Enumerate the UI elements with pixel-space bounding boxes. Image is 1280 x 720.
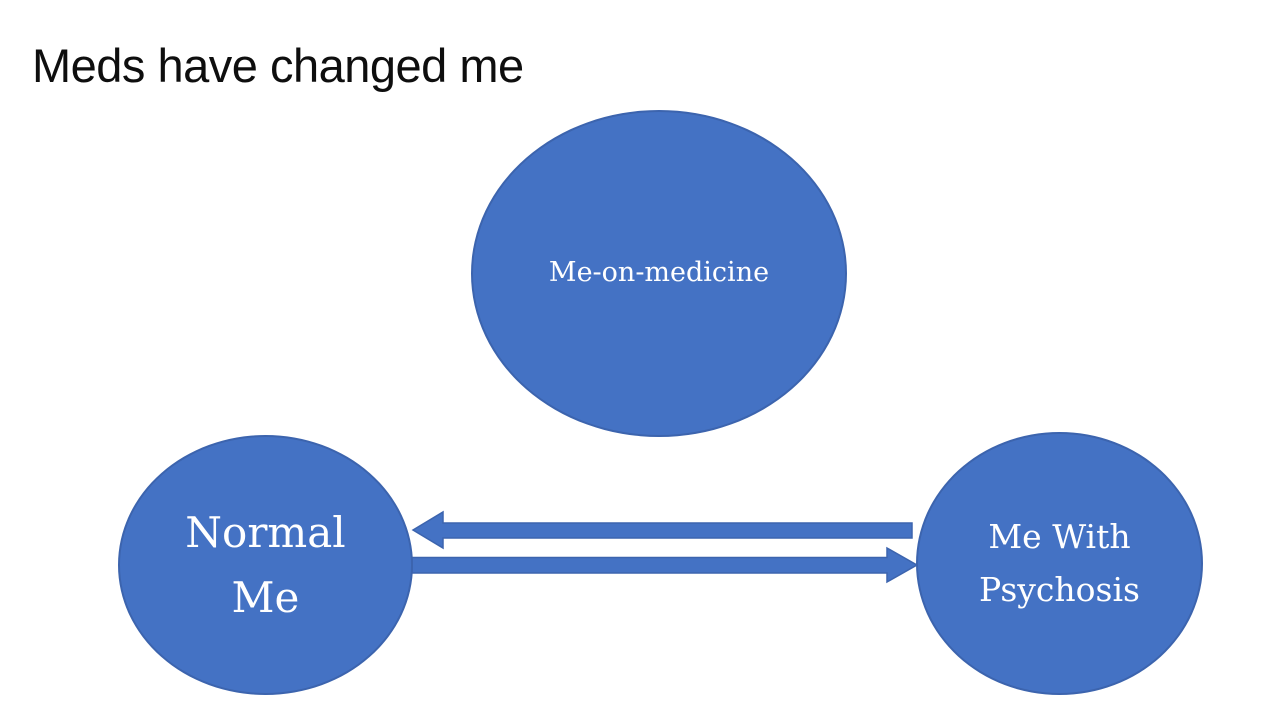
node-me-on-medicine: Me-on-medicine [471,110,847,437]
node-normal-me: Normal Me [118,435,413,695]
node-normal-me-label-line1: Normal [185,507,346,557]
node-me-with-psychosis-label-line2: Psychosis [979,569,1140,609]
node-me-with-psychosis-label: Me With Psychosis [979,511,1140,617]
node-me-on-medicine-label: Me-on-medicine [548,257,770,289]
node-normal-me-label: Normal Me [185,500,345,630]
node-normal-me-label-line2: Me [231,573,300,622]
slide-title: Meds have changed me [32,39,524,92]
arrow-right-icon [411,546,919,584]
arrow-left-icon [411,510,913,550]
node-me-with-psychosis-label-line1: Me With [988,516,1131,556]
node-me-with-psychosis: Me With Psychosis [916,432,1203,695]
